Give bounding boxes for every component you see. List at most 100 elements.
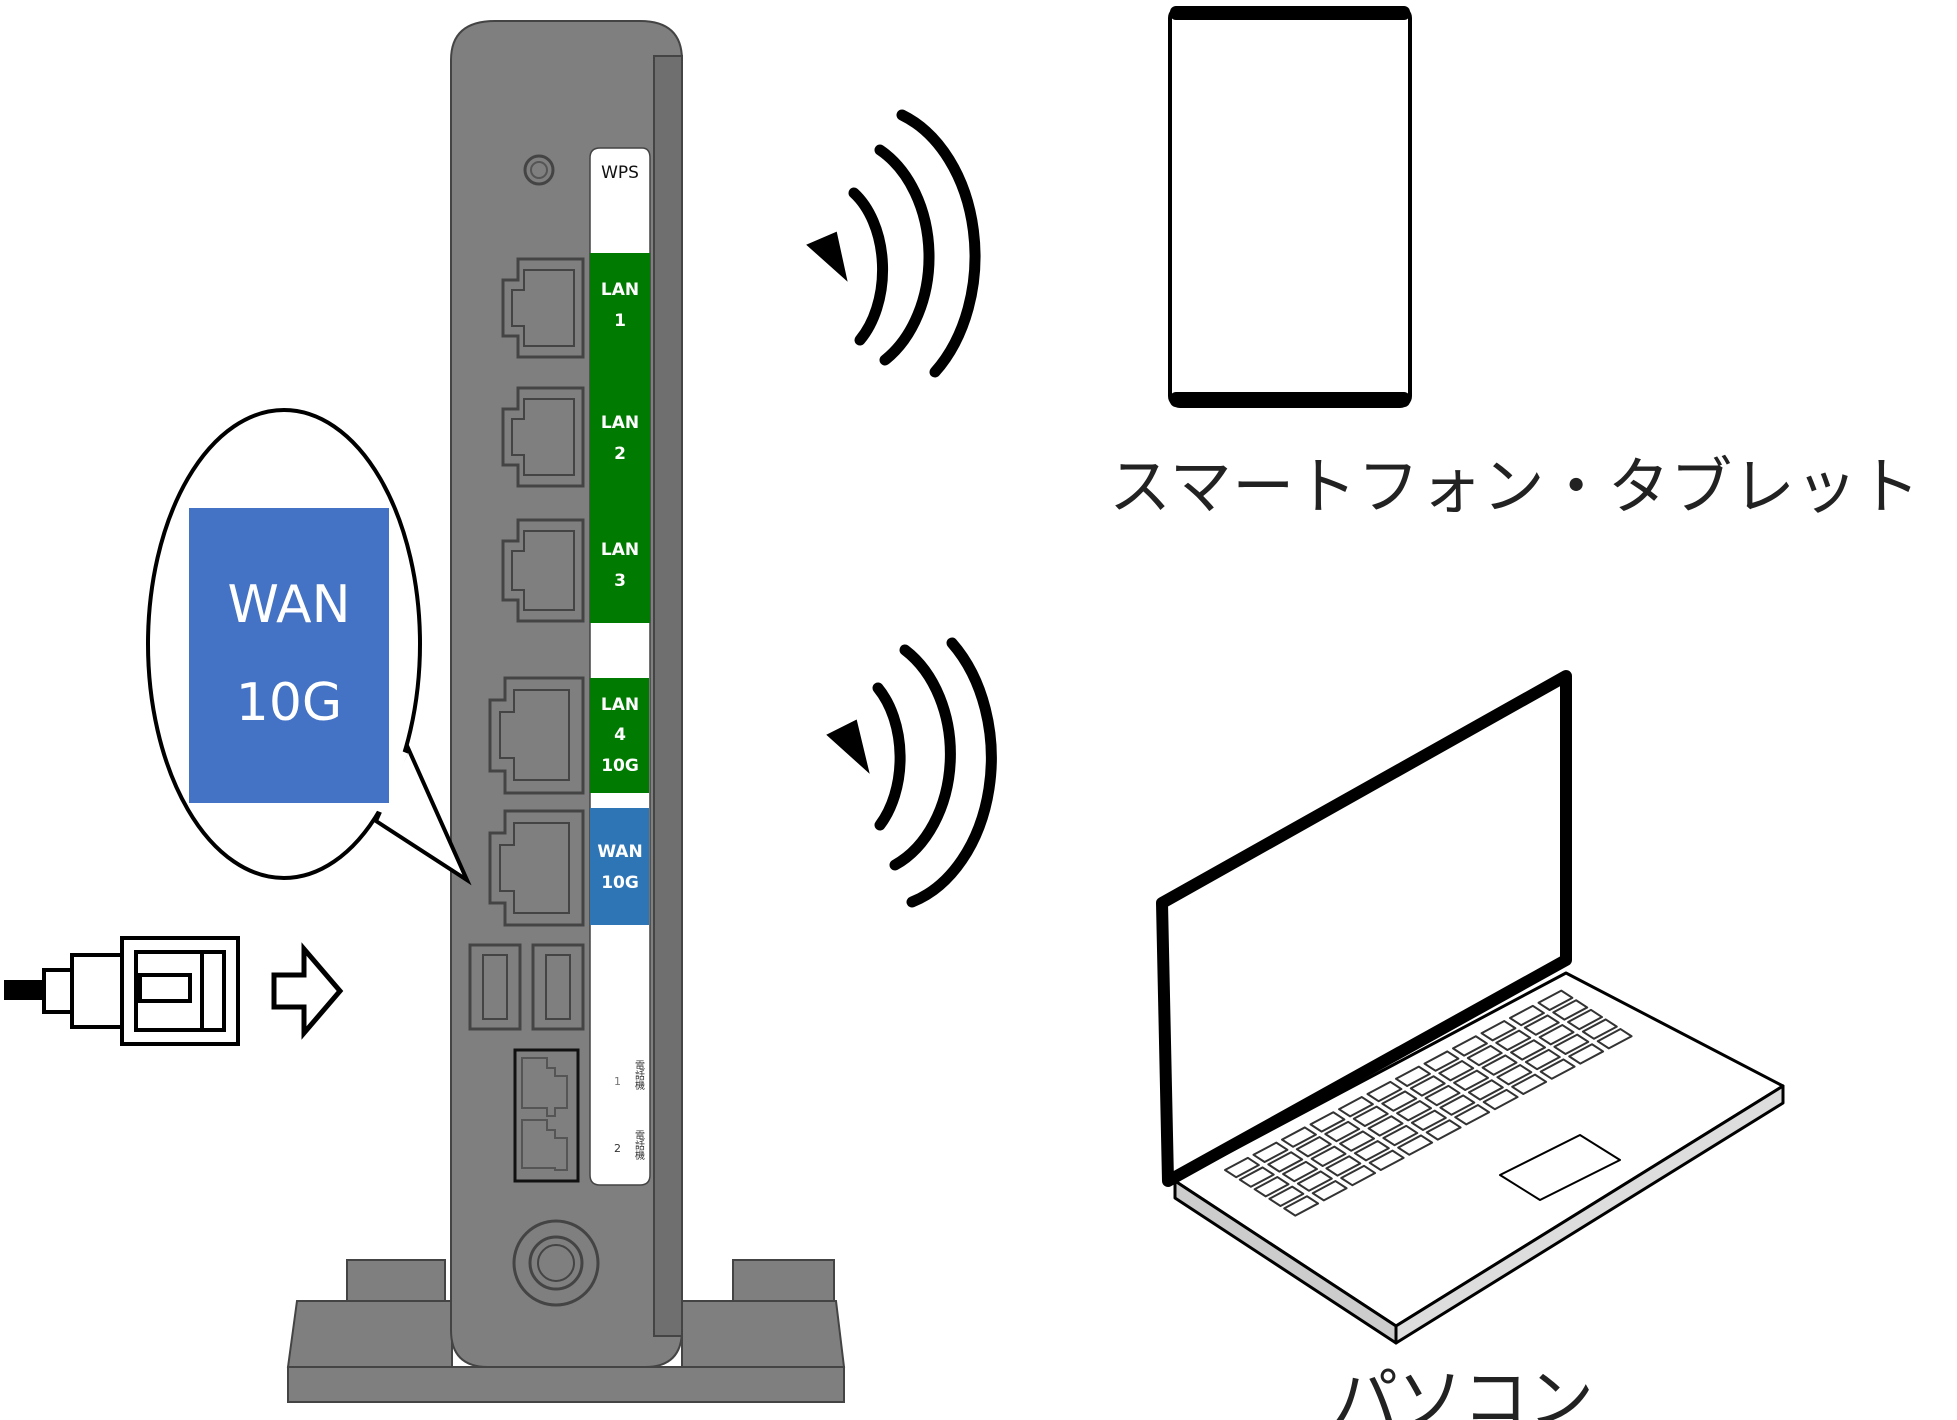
keyboard-key <box>1382 1124 1419 1147</box>
smartphone-icon <box>1168 6 1412 408</box>
keyboard-key <box>1581 1018 1618 1040</box>
keyboard-key <box>1552 999 1589 1021</box>
wifi-signal-icon <box>806 109 981 378</box>
keyboard-key <box>1481 1054 1518 1076</box>
keyboard-key <box>1523 1014 1560 1036</box>
lan3-label: LAN <box>601 540 639 560</box>
keyboard-key <box>1339 1130 1375 1152</box>
keyboard-key <box>1268 1185 1305 1207</box>
keyboard-key <box>1395 1065 1431 1087</box>
keyboard-key <box>1352 1105 1389 1127</box>
keyboard-key <box>1567 1008 1603 1031</box>
keyboard-key <box>1310 1145 1347 1167</box>
keyboard-key <box>1267 1151 1304 1173</box>
router: WPS LAN 1 LAN 2 LAN 3 LAN 4 10G WAN 10G … <box>450 20 683 1368</box>
arrow-right-icon <box>271 942 344 1040</box>
keyboard-key <box>1553 1033 1590 1055</box>
keyboard-key <box>1338 1096 1374 1118</box>
keyboard-key <box>1340 1164 1377 1187</box>
lan2-port[interactable] <box>501 386 585 488</box>
lan4-speed: 10G <box>601 756 639 776</box>
keyboard-key <box>1438 1060 1475 1082</box>
keyboard-key <box>1410 1109 1447 1131</box>
lan4-port[interactable] <box>488 676 585 795</box>
tel-port2-label: 2 <box>614 1142 621 1155</box>
lan2-number: 2 <box>614 444 626 464</box>
smartphone-tablet-label: スマートフォン・タブレット <box>1109 450 1920 523</box>
lan-cable-plug-icon <box>4 936 240 1046</box>
keyboard-key <box>1295 1136 1332 1158</box>
keyboard-key <box>1366 1080 1403 1103</box>
keyboard-key <box>1281 1126 1317 1148</box>
keyboard-key <box>1452 1035 1488 1057</box>
wan-port[interactable] <box>488 809 585 927</box>
keyboard-key <box>1496 1064 1533 1086</box>
keyboard-key <box>1424 1084 1461 1107</box>
keyboard-key <box>1238 1166 1275 1188</box>
keyboard-key <box>1253 1176 1290 1198</box>
lan3-port[interactable] <box>501 518 585 623</box>
keyboard-key <box>1495 1029 1532 1051</box>
keyboard-key <box>1509 1004 1545 1027</box>
keyboard-key <box>1283 1195 1320 1217</box>
keyboard-key <box>1568 1043 1605 1065</box>
wps-label: WPS <box>601 163 639 183</box>
keyboard-key <box>1381 1090 1418 1112</box>
keyboard-key <box>1439 1094 1476 1116</box>
keyboard-key <box>1324 1120 1361 1143</box>
lan1-number: 1 <box>614 311 626 331</box>
tel-text-2: 電話機 <box>633 1130 645 1161</box>
lan2-label: LAN <box>601 413 639 433</box>
wps-button[interactable] <box>523 154 555 186</box>
usb-port-1[interactable] <box>468 943 522 1031</box>
laptop-icon <box>1156 670 1785 1345</box>
tel-ports[interactable] <box>513 1048 580 1183</box>
keyboard-key <box>1224 1156 1260 1179</box>
lan4-label: LAN <box>601 695 639 715</box>
keyboard-key <box>1524 1048 1561 1071</box>
keyboard-key <box>1368 1149 1405 1171</box>
pc-label: パソコン <box>1332 1361 1594 1420</box>
keyboard-key <box>1453 1069 1489 1091</box>
callout-wan: WAN <box>227 575 350 635</box>
callout-10g: 10G <box>236 673 342 733</box>
usb-port-2[interactable] <box>531 943 585 1031</box>
tel-text: 電話機 <box>633 1060 645 1091</box>
keyboard-key <box>1482 1088 1519 1111</box>
keyboard-key <box>1296 1170 1333 1192</box>
keyboard-key <box>1397 1134 1434 1156</box>
lan1-label: LAN <box>601 280 639 300</box>
keyboard-key <box>1467 1079 1504 1101</box>
keyboard-key <box>1367 1115 1404 1137</box>
wan-callout-box <box>189 508 389 803</box>
keyboard-key <box>1511 1073 1548 1095</box>
wan-label: WAN <box>597 842 642 862</box>
keyboard-key <box>1309 1111 1346 1133</box>
keyboard-key <box>1325 1155 1362 1177</box>
wifi-signal-icon <box>826 637 997 908</box>
keyboard-key <box>1425 1119 1462 1141</box>
router-stand <box>286 1259 846 1403</box>
lan3-number: 3 <box>614 571 626 591</box>
keyboard-key <box>1252 1141 1289 1163</box>
tel-port1-label: 1 <box>614 1075 621 1088</box>
keyboard-key <box>1466 1044 1503 1067</box>
keyboard-key <box>1396 1100 1432 1122</box>
keyboard-key <box>1538 1024 1575 1046</box>
keyboard-key <box>1353 1140 1390 1162</box>
keyboard-key <box>1510 1039 1546 1061</box>
keyboard-key <box>1539 1058 1576 1080</box>
keyboard-key <box>1282 1160 1318 1183</box>
keyboard-key <box>1596 1028 1633 1050</box>
wan-callout: WAN 10G <box>146 408 472 886</box>
keyboard-key <box>1480 1020 1517 1042</box>
power-jack <box>512 1219 600 1307</box>
keyboard-key <box>1311 1180 1348 1202</box>
keyboard-key <box>1454 1104 1491 1126</box>
keyboard-key <box>1423 1050 1460 1072</box>
lan4-number: 4 <box>614 725 626 745</box>
wan-speed: 10G <box>601 873 639 893</box>
keyboard-key <box>1537 989 1574 1011</box>
lan1-port[interactable] <box>501 257 585 359</box>
